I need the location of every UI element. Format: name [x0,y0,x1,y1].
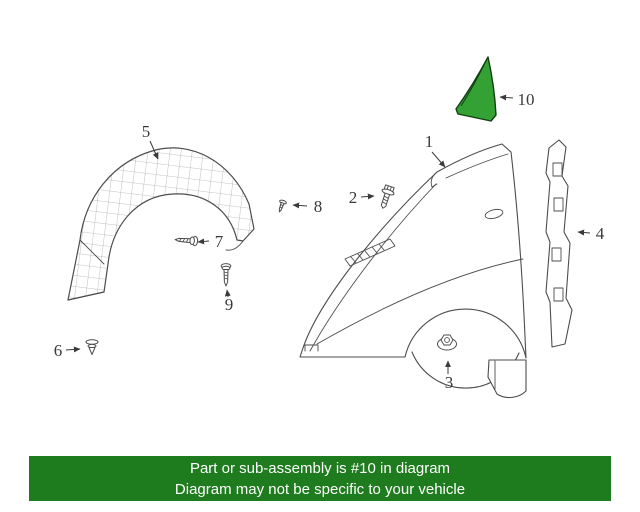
leader-line-8 [292,202,308,209]
callout-label-1: 1 [425,132,434,151]
callout-label-2: 2 [349,188,358,207]
nut-part-3 [437,334,457,351]
screw-part-9 [220,263,232,287]
side-bracket-outline [545,139,573,348]
callout-label-7: 7 [215,232,224,251]
fender-left-inner-line [309,183,437,352]
banner-line-1: Part or sub-assembly is #10 in diagram [189,459,451,477]
liner-rim-line [225,240,244,251]
clip-part-8 [278,199,287,213]
side-bracket-hole-1 [552,162,563,177]
fender-crease-line [316,258,524,345]
fender-indicator-hole [484,208,504,220]
fender-hatched-strip [344,238,396,267]
leader-line-7 [197,238,210,245]
callout-label-6: 6 [54,341,63,360]
leader-line-6 [65,346,81,353]
fender-outline [299,143,527,359]
clip-part-6 [85,339,99,355]
side-bracket-hole-4 [553,287,564,302]
leader-line-1 [431,151,446,168]
fender-lower-bracket [487,359,527,399]
highlighted-part-10 [455,56,497,122]
callout-label-5: 5 [142,122,151,141]
callout-label-10: 10 [518,90,535,109]
highlight-banner: Part or sub-assembly is #10 in diagram D… [29,456,611,501]
fender-slot-detail [304,344,319,352]
side-bracket-hole-2 [553,197,564,212]
fender-corner-curl [430,171,438,188]
liner-flange-line [67,291,105,301]
fender-liner-part [67,147,255,301]
trim-garnish-fold-line [460,64,485,107]
fender-top-swage-line [445,153,509,179]
trim-garnish-shape [455,56,497,122]
screw-part-7 [174,235,199,247]
leader-line-5 [149,140,159,160]
leader-line-4 [577,229,591,236]
side-bracket-hole-3 [551,247,562,262]
leader-line-10 [499,94,514,101]
callout-label-9: 9 [225,295,234,314]
callout-label-4: 4 [596,224,605,243]
fender-liner-shell [67,147,255,301]
side-bracket-part [545,139,573,348]
banner-line-2: Diagram may not be specific to your vehi… [174,480,466,498]
fender-panel-part [299,143,527,399]
leader-line-9 [224,289,231,298]
bolt-part-2 [380,184,395,209]
leader-line-2 [360,193,375,200]
callout-label-3: 3 [445,373,454,392]
callout-label-8: 8 [314,197,323,216]
liner-fold-line [79,239,105,265]
